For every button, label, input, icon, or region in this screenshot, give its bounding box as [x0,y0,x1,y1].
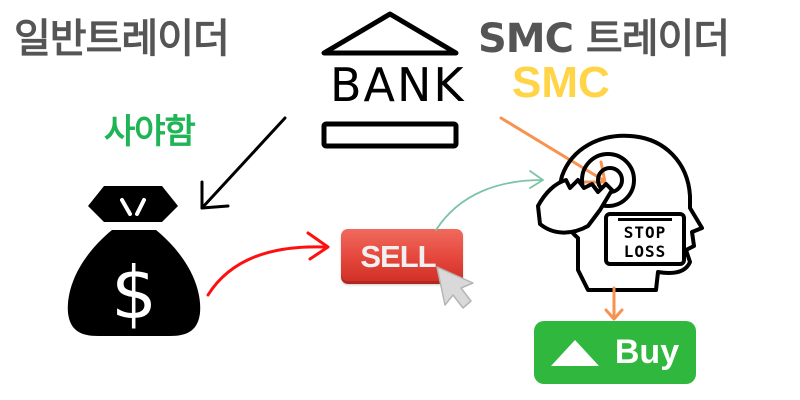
arrow-bag-to-sell [206,231,330,297]
up-triangle-icon [550,339,599,366]
buy-button[interactable]: Buy [534,321,696,384]
bank-icon [321,11,459,149]
loss-line: LOSS [623,242,667,261]
title-regular-trader: 일반트레이더 [14,16,230,62]
arrow-bank-to-bag [200,116,287,210]
sell-button-label: SELL [360,238,436,274]
money-bag-icon: $ [67,186,201,336]
dollar-icon: $ [111,251,157,335]
stop-loss-sign-icon: STOP LOSS [604,212,686,266]
smc-label: SMC [512,58,610,107]
head-with-target-icon [536,133,704,292]
buy-button-label: Buy [614,333,680,371]
arrow-sell-to-head [435,170,544,231]
cursor-icon [436,266,474,309]
title-smc-trader: SMC 트레이더 [478,16,730,62]
stop-line: STOP [623,223,667,242]
bank-label: BANK [330,58,466,112]
must-buy-label: 사야함 [104,112,196,152]
arrow-head-to-buy [604,286,624,321]
